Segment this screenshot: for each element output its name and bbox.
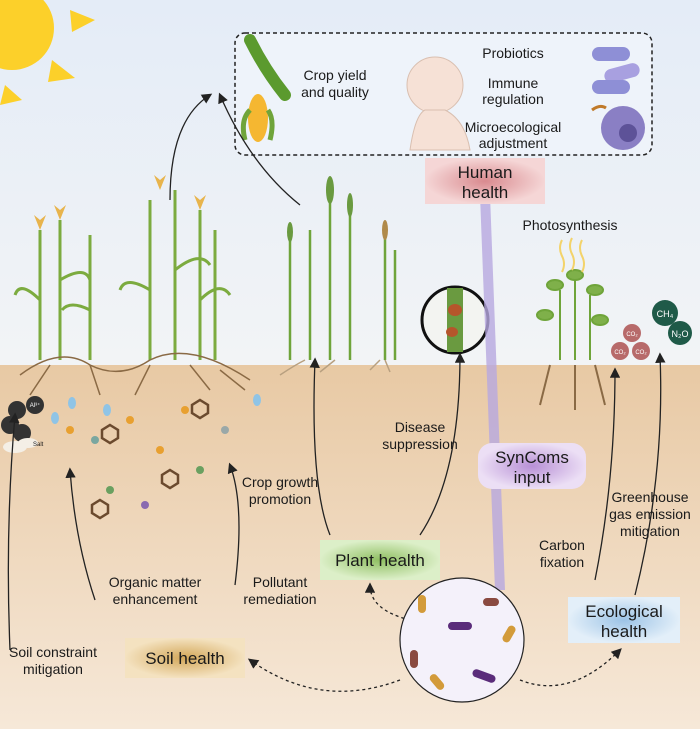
diseased-stem-magnifier <box>420 285 490 355</box>
salt-label: Salt <box>33 442 44 448</box>
ecological-health-box <box>568 597 680 643</box>
pollutant-label: remediation <box>243 591 316 607</box>
disease-suppression-label: suppression <box>382 436 458 452</box>
arrows <box>7 92 666 692</box>
syncoms-input-label: SynComs <box>495 448 569 467</box>
microecological-text: adjustment <box>479 135 548 151</box>
disease-suppression-label: Disease <box>395 419 446 435</box>
microbial-community-icon <box>399 577 525 703</box>
human-head-icon <box>406 56 471 151</box>
immune-cell-icon <box>591 104 645 150</box>
plant-health-box <box>320 540 440 580</box>
carbon-fixation-label: Carbon <box>539 537 585 553</box>
human-health-box <box>425 158 545 204</box>
co2-label: CO₂ <box>635 350 647 356</box>
soil-health-box <box>125 638 245 678</box>
syncoms-input-label: input <box>514 468 551 487</box>
syncoms-input-box <box>478 443 586 489</box>
corn-plants <box>13 175 232 360</box>
soil-health-label: Soil health <box>145 649 224 668</box>
soil-constraint-label: mitigation <box>23 661 83 677</box>
crop-yield-text: Crop yield <box>303 67 366 83</box>
pollutant-label: Pollutant <box>253 574 308 590</box>
legume-plant <box>536 269 609 410</box>
soybean-icon <box>244 34 291 101</box>
salt-pile: Salt <box>3 438 44 453</box>
organic-matter-label: enhancement <box>113 591 198 607</box>
immune-text: Immune <box>488 75 539 91</box>
carbon-fixation-label: fixation <box>540 554 584 570</box>
corn-icon <box>240 94 275 142</box>
crop-growth-label: Crop growth <box>242 474 318 490</box>
probiotics-text: Probiotics <box>482 45 543 61</box>
microecological-text: Microecological <box>465 119 561 135</box>
ecological-health-label: health <box>601 622 647 641</box>
greenhouse-label: gas emission <box>609 506 691 522</box>
human-health-label: health <box>462 183 508 202</box>
water-drops <box>51 394 261 424</box>
capsule-icon <box>592 47 640 94</box>
crop-yield-text: and quality <box>301 84 369 100</box>
human-health-label: Human <box>458 163 513 182</box>
greenhouse-gas-clouds: CH₄ N₂O <box>652 300 692 345</box>
co2-label: CO₂ <box>614 350 626 356</box>
greenhouse-label: Greenhouse <box>611 489 688 505</box>
ch4-label: CH₄ <box>657 309 674 319</box>
corn-roots <box>19 352 251 396</box>
ecological-health-label: Ecological <box>585 602 663 621</box>
sun-icon <box>0 0 95 105</box>
organic-particles <box>66 398 229 520</box>
co2-bubbles: CO₂ CO₂ CO₂ <box>611 324 650 360</box>
co2-label: CO₂ <box>626 332 638 338</box>
syncoms-input-arrow <box>480 195 505 590</box>
photosynthesis-label: Photosynthesis <box>523 217 618 233</box>
immune-text: regulation <box>482 91 544 107</box>
sunlight-rays-icon <box>559 237 585 273</box>
plant-health-label: Plant health <box>335 551 425 570</box>
organic-matter-label: Organic matter <box>109 574 202 590</box>
al-label: Al³⁺ <box>30 402 41 409</box>
soil-constraint-label: Soil constraint <box>9 644 97 660</box>
n2o-label: N₂O <box>672 329 689 339</box>
crop-growth-label: promotion <box>249 491 311 507</box>
wheat-plants <box>279 176 397 376</box>
greenhouse-label: mitigation <box>620 523 680 539</box>
